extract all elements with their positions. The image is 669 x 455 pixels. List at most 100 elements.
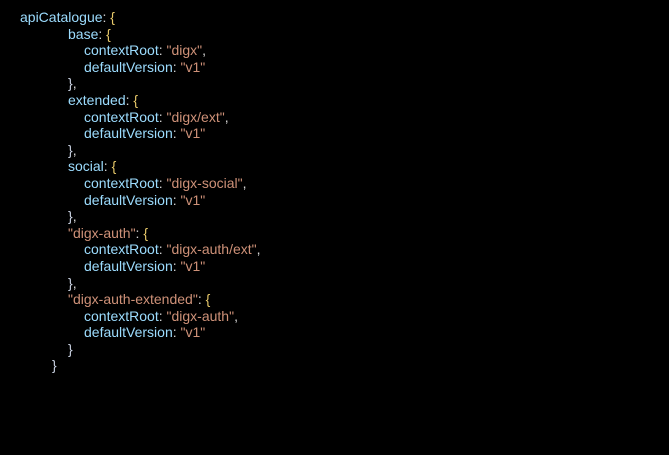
quote: " (180, 257, 186, 274)
colon: : (158, 307, 167, 324)
context-root-label: contextRoot (84, 108, 159, 125)
open-brace: { (106, 25, 111, 42)
quote: " (197, 42, 203, 59)
comma: , (72, 141, 77, 158)
default-version-label: defaultVersion (84, 191, 173, 208)
comma: , (256, 241, 261, 258)
comma: , (72, 274, 77, 291)
default-version-label: defaultVersion (84, 324, 173, 341)
quote: " (166, 241, 172, 258)
close-brace: } (68, 141, 73, 158)
quote: " (200, 191, 206, 208)
entry-key: social (68, 158, 104, 175)
default-version-line: defaultVersion: "v1" (0, 258, 261, 275)
context-root-line: contextRoot: "digx-auth/ext", (0, 241, 261, 258)
quote: " (180, 324, 186, 341)
comma: , (72, 75, 77, 92)
colon: : (103, 158, 112, 175)
quote: " (229, 307, 235, 324)
quote: " (180, 191, 186, 208)
context-root-line: contextRoot: "digx-auth", (0, 308, 261, 325)
close-brace: } (68, 208, 73, 225)
open-brace: { (205, 291, 211, 308)
entry-key-line: social: { (0, 158, 261, 175)
quote: " (180, 125, 186, 142)
comma: , (234, 307, 238, 324)
entry-key: extended (68, 91, 126, 108)
close-brace-line: }, (0, 275, 261, 292)
entry-key: "digx-auth" (68, 224, 136, 241)
entry-key-line: "digx-auth": { (0, 225, 261, 242)
open-brace: { (143, 224, 149, 241)
context-root-line: contextRoot: "digx/ext", (0, 109, 261, 126)
quote: " (251, 241, 257, 258)
colon: : (125, 91, 134, 108)
default-version-value: v1 (185, 324, 201, 341)
close-brace-line: }, (0, 75, 261, 92)
quote: " (166, 307, 172, 324)
default-version-line: defaultVersion: "v1" (0, 59, 261, 76)
colon: : (172, 125, 181, 142)
entry-key-line: "digx-auth-extended": { (0, 291, 261, 308)
default-version-line: defaultVersion: "v1" (0, 192, 261, 209)
colon: : (102, 9, 111, 25)
code-block: apiCatalogue: { base: { contextRoot: "di… (0, 9, 261, 374)
entry-key: base (68, 25, 99, 42)
context-root-value: digx-auth/ext (171, 241, 252, 258)
context-root-line: contextRoot: "digx-social", (0, 175, 261, 192)
default-version-label: defaultVersion (84, 58, 173, 75)
close-brace-line: } (0, 341, 261, 358)
colon: : (197, 291, 206, 308)
context-root-value: digx (171, 42, 198, 59)
colon: : (172, 58, 181, 75)
colon: : (158, 108, 167, 125)
default-version-line: defaultVersion: "v1" (0, 125, 261, 142)
root-key: apiCatalogue (20, 9, 103, 25)
colon: : (172, 324, 181, 341)
close-brace: } (52, 357, 57, 374)
colon: : (158, 241, 167, 258)
default-version-value: v1 (185, 191, 201, 208)
open-brace: { (133, 91, 139, 108)
comma: , (224, 108, 229, 125)
colon: : (172, 191, 181, 208)
root-close-brace-line: } (0, 357, 261, 374)
context-root-value: digx-auth (171, 307, 230, 324)
context-root-value: digx/ext (171, 108, 220, 125)
quote: " (219, 108, 225, 125)
context-root-value: digx-social (171, 174, 238, 191)
comma: , (242, 174, 247, 191)
colon: : (172, 257, 181, 274)
entry-key-line: extended: { (0, 92, 261, 109)
quote: " (200, 58, 206, 75)
entry-key: "digx-auth-extended" (68, 291, 198, 308)
comma: , (72, 208, 77, 225)
open-brace: { (110, 9, 115, 25)
context-root-label: contextRoot (84, 307, 159, 324)
entry-key-line: base: { (0, 26, 261, 43)
colon: : (135, 224, 144, 241)
default-version-value: v1 (185, 58, 201, 75)
context-root-line: contextRoot: "digx", (0, 42, 261, 59)
default-version-value: v1 (185, 125, 201, 142)
close-brace: } (68, 75, 73, 92)
default-version-label: defaultVersion (84, 257, 173, 274)
close-brace-line: }, (0, 208, 261, 225)
context-root-label: contextRoot (84, 42, 159, 59)
close-brace: } (68, 274, 73, 291)
context-root-label: contextRoot (84, 241, 159, 258)
colon: : (98, 25, 107, 42)
quote: " (166, 42, 172, 59)
quote: " (237, 174, 243, 191)
comma: , (202, 42, 207, 59)
close-brace-line: }, (0, 142, 261, 159)
quote: " (180, 58, 186, 75)
quote: " (166, 108, 172, 125)
open-brace: { (111, 158, 117, 175)
quote: " (200, 324, 206, 341)
close-brace: } (68, 340, 73, 357)
context-root-label: contextRoot (84, 174, 159, 191)
colon: : (158, 174, 167, 191)
quote: " (166, 174, 172, 191)
colon: : (158, 42, 167, 59)
